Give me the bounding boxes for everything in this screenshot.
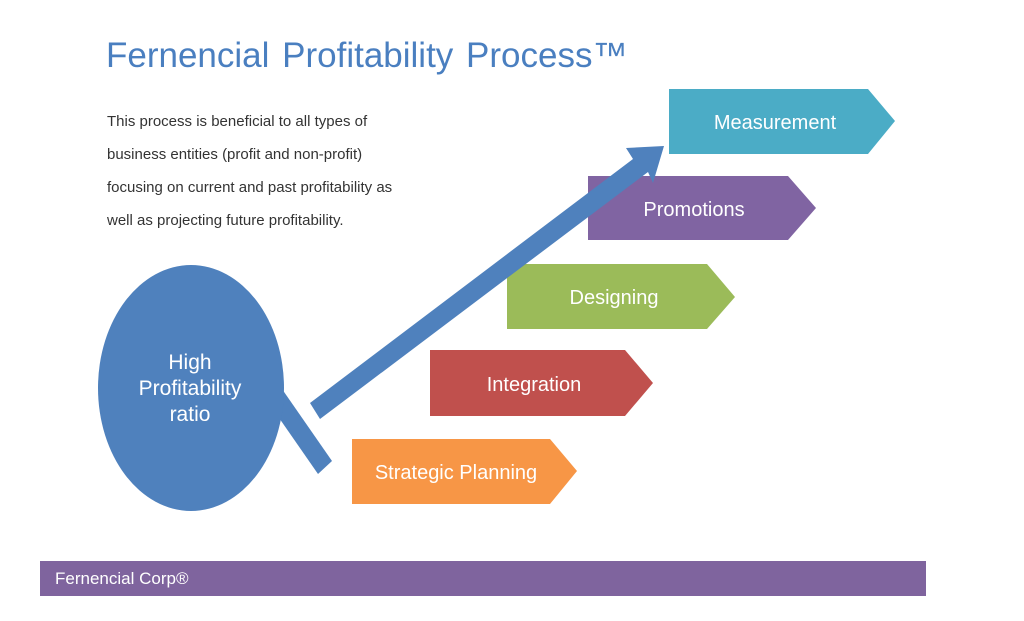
step-label: Designing	[570, 287, 659, 309]
footer-bar: Fernencial Corp®	[40, 561, 926, 596]
circle-label-line-3: ratio	[170, 403, 211, 426]
circle-label-line-1: High	[168, 351, 211, 374]
step-shape	[588, 176, 816, 240]
description-line: well as projecting future profitability.	[107, 212, 344, 229]
step-promotions: Promotions	[588, 176, 816, 240]
description: This process is beneficial to all types …	[107, 112, 487, 244]
step-label: Promotions	[643, 199, 744, 221]
magnifier-handle	[268, 389, 332, 474]
description-line: This process is beneficial to all types …	[107, 113, 368, 130]
step-shape	[430, 350, 653, 416]
step-integration: Integration	[430, 350, 653, 416]
growth-arrow	[310, 146, 664, 419]
description-line: focusing on current and past profitabili…	[107, 179, 393, 196]
description-line: business entities (profit and non-profit…	[107, 146, 363, 163]
step-label: Strategic Planning	[375, 462, 537, 484]
step-strategic-planning: Strategic Planning	[352, 439, 577, 504]
step-designing: Designing	[507, 264, 735, 329]
step-label: Measurement	[714, 112, 837, 134]
step-label: Integration	[487, 374, 582, 396]
step-shape	[352, 439, 577, 504]
footer-company: Fernencial Corp®	[55, 569, 189, 588]
page-title: Fernencial Profitability Process™	[106, 36, 628, 75]
step-measurement: Measurement	[669, 89, 895, 154]
step-shape	[669, 89, 895, 154]
profitability-circle	[98, 265, 284, 511]
step-shape	[507, 264, 735, 329]
circle-label-line-2: Profitability	[139, 377, 242, 400]
